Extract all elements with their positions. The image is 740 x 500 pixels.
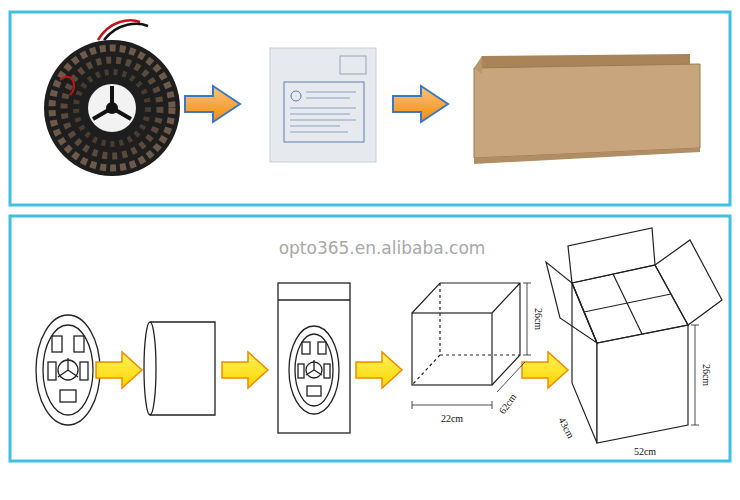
dimension-label: 26cm (701, 364, 711, 386)
watermark: opto365.en.alibaba.com (279, 240, 486, 257)
bagged-reel-drawing (278, 283, 350, 433)
dimension-label: 22cm (441, 414, 463, 424)
panel-border (10, 12, 730, 205)
panel-border (10, 216, 730, 461)
carton-drawing (412, 283, 531, 409)
cardboard-box-photo (474, 54, 700, 164)
led-reel-photo (44, 20, 180, 176)
bag-photo (270, 48, 376, 162)
open-carton-drawing (546, 228, 722, 443)
dimension-label: 43cm (556, 416, 575, 440)
dimension-label: 62cm (498, 392, 519, 416)
dimension-label: 52cm (634, 447, 656, 457)
bag-drawing (144, 322, 215, 415)
dimension-label: 26cm (533, 308, 543, 330)
reel-drawing (36, 315, 100, 425)
